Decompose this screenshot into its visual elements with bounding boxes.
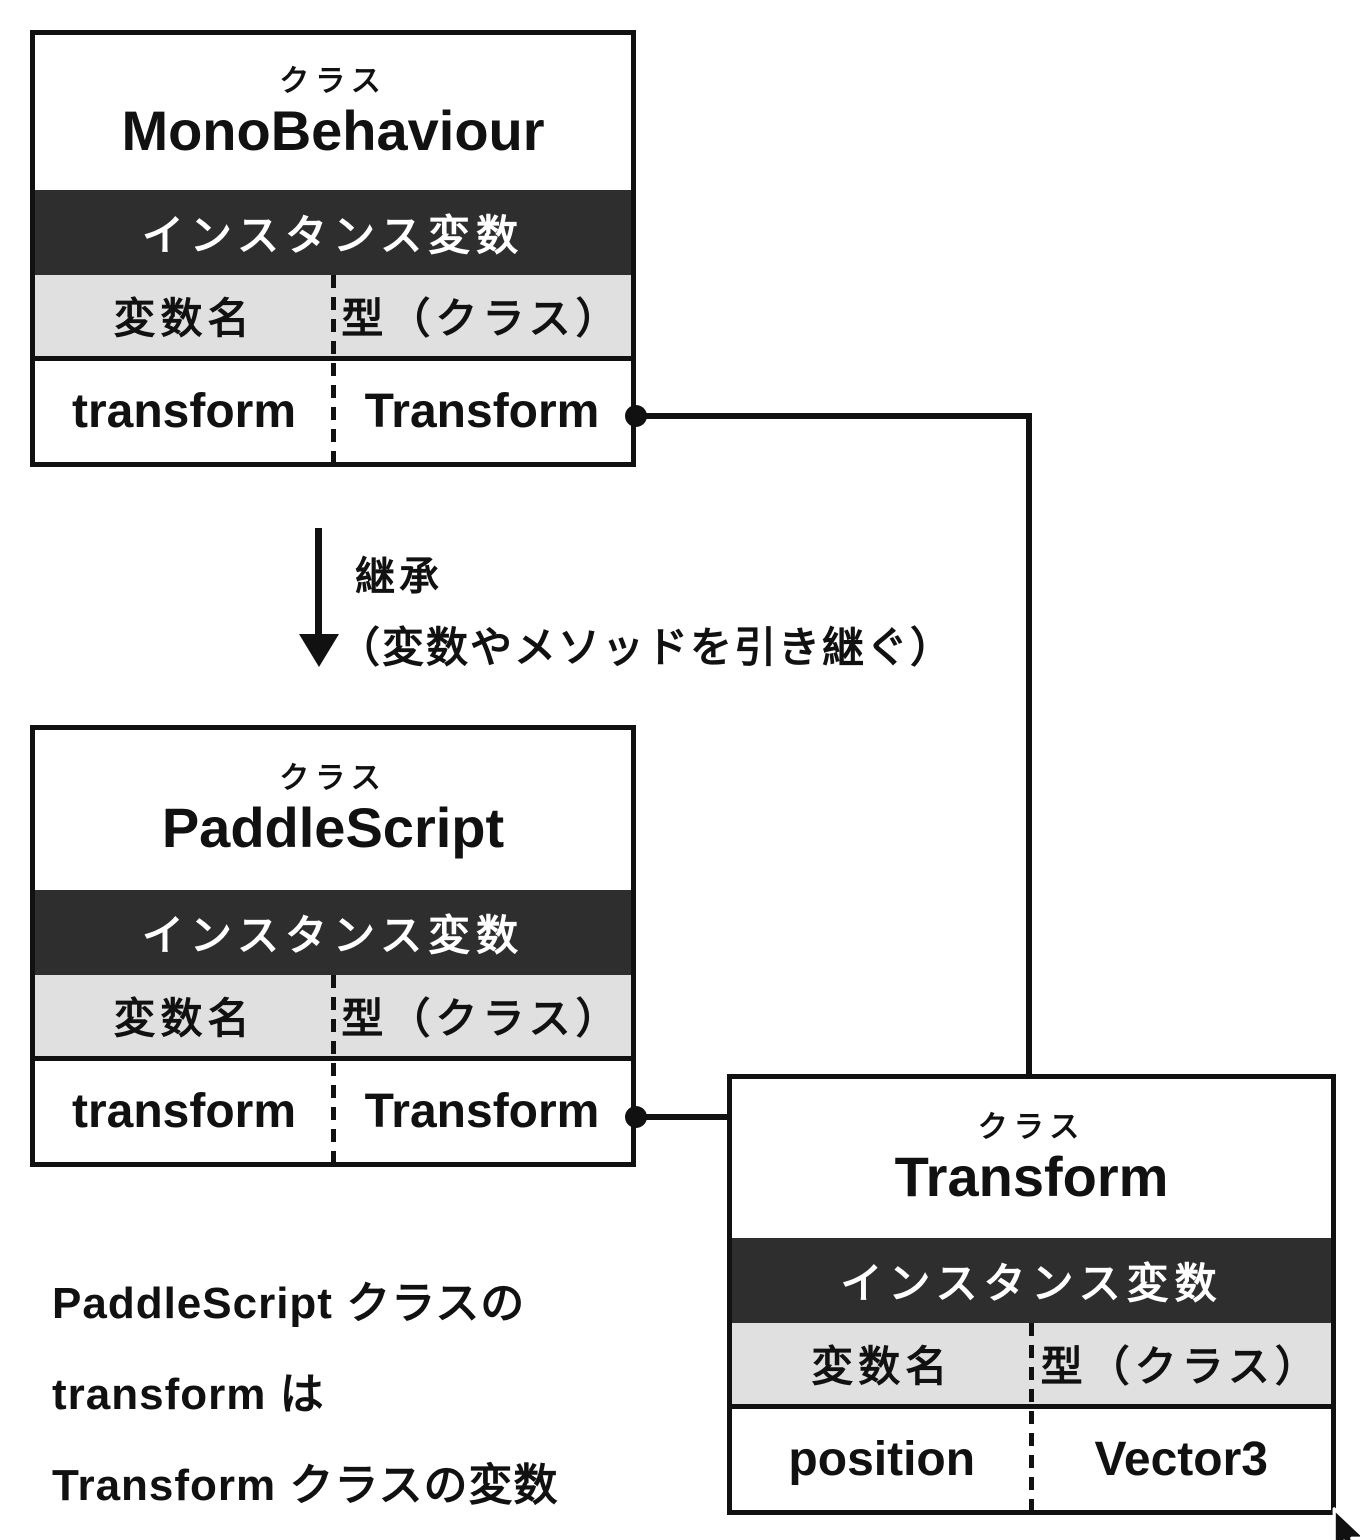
- variable-name-cell: transform: [71, 385, 297, 438]
- class-box-paddlescript: クラス PaddleScript インスタンス変数 変数名 型（クラス） tra…: [30, 725, 636, 1167]
- inheritance-description: （変数やメソッドを引き継ぐ）: [338, 624, 955, 671]
- variable-name-cell: position: [788, 1433, 976, 1486]
- column-header-type: 型（クラス）: [1040, 1343, 1322, 1390]
- class-kicker-label: クラス: [279, 64, 387, 98]
- variable-type-cell: Transform: [364, 385, 600, 438]
- column-divider-dashed: [330, 975, 336, 1162]
- class-box-transform: クラス Transform インスタンス変数 変数名 型（クラス） positi…: [727, 1074, 1336, 1515]
- column-header-variable-name: 変数名: [113, 295, 255, 342]
- class-title: PaddleScript: [161, 796, 505, 859]
- inheritance-label: 継承: [355, 555, 443, 599]
- variable-type-cell: Vector3: [1094, 1433, 1268, 1486]
- note-line-2: transform は: [52, 1370, 325, 1419]
- column-header-variable-name: 変数名: [113, 995, 255, 1042]
- class-title: Transform: [894, 1144, 1169, 1208]
- note-text: PaddleScript クラスの transform は Transform …: [52, 1258, 559, 1531]
- instance-vars-header: インスタンス変数: [732, 1238, 1331, 1323]
- inheritance-arrow-head-icon: [299, 634, 339, 667]
- note-line-3: Transform クラスの変数: [52, 1461, 559, 1510]
- instance-vars-header: インスタンス変数: [35, 190, 631, 275]
- column-header-type: 型（クラス）: [341, 995, 623, 1042]
- column-header-type: 型（クラス）: [341, 295, 623, 342]
- class-kicker-label: クラス: [279, 762, 387, 795]
- class-box-title-section: クラス MonoBehaviour: [35, 35, 631, 190]
- variables-table: 変数名 型（クラス） position Vector3: [732, 1323, 1331, 1510]
- variables-table: 変数名 型（クラス） transform Transform: [35, 275, 631, 462]
- class-box-title-section: クラス Transform: [732, 1079, 1331, 1238]
- class-kicker-label: クラス: [977, 1110, 1086, 1144]
- class-box-monobehaviour: クラス MonoBehaviour インスタンス変数 変数名 型（クラス） tr…: [30, 30, 636, 467]
- connector-dot-monobehaviour: [625, 405, 647, 427]
- connector-monobehaviour-transform-vertical: [1026, 413, 1032, 1074]
- column-divider-dashed: [1029, 1323, 1034, 1510]
- class-box-title-section: クラス PaddleScript: [35, 730, 631, 890]
- instance-vars-header: インスタンス変数: [35, 890, 631, 975]
- note-line-1: PaddleScript クラスの: [52, 1279, 526, 1328]
- variables-table: 変数名 型（クラス） transform Transform: [35, 975, 631, 1162]
- connector-dot-paddlescript: [625, 1106, 647, 1128]
- variable-type-cell: Transform: [364, 1085, 600, 1138]
- variable-name-cell: transform: [71, 1085, 297, 1138]
- connector-paddlescript-transform: [636, 1114, 727, 1120]
- class-title: MonoBehaviour: [121, 98, 545, 162]
- mouse-cursor-icon: [1332, 1507, 1360, 1540]
- column-header-variable-name: 変数名: [811, 1343, 953, 1390]
- column-divider-dashed: [330, 275, 336, 462]
- connector-monobehaviour-transform-horizontal: [636, 413, 1032, 419]
- inheritance-arrow-shaft: [315, 528, 322, 635]
